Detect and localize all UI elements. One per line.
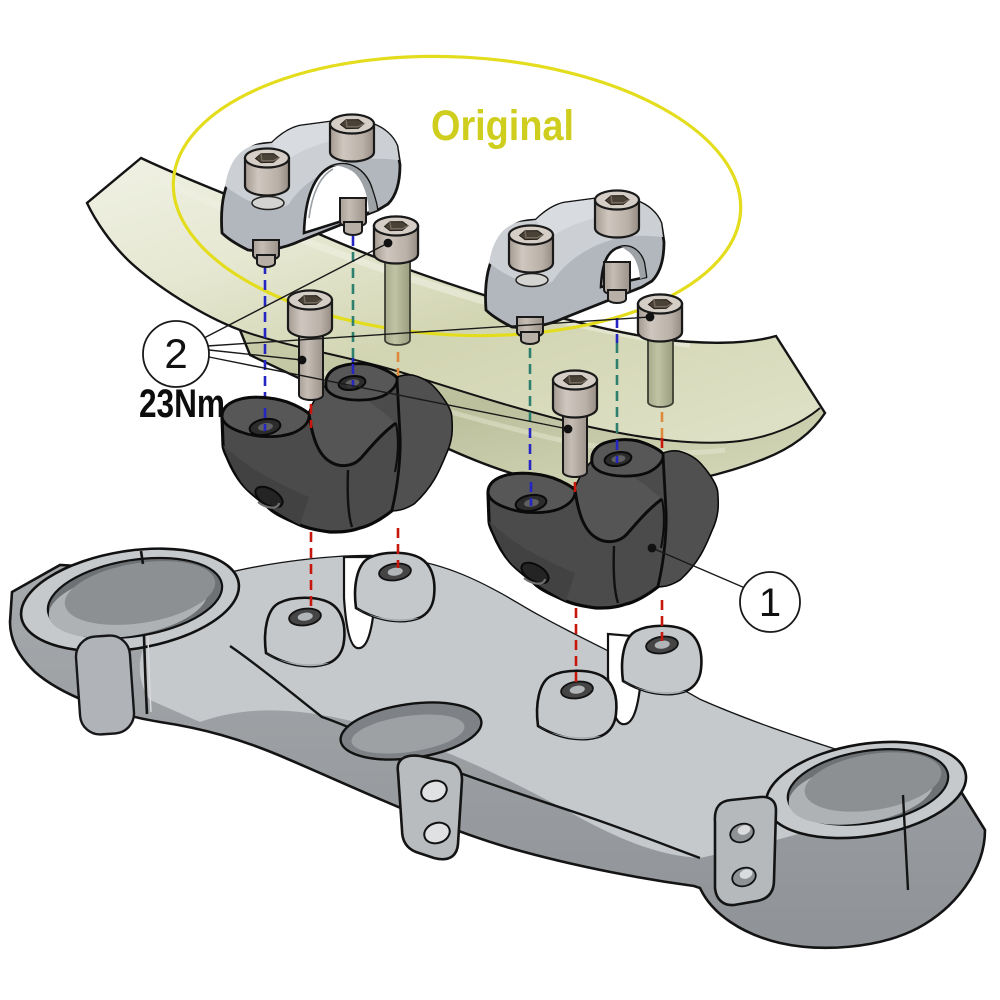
- svg-text:1: 1: [759, 581, 781, 625]
- svg-text:2: 2: [164, 330, 187, 377]
- svg-text:Original: Original: [431, 102, 574, 150]
- svg-text:23Nm: 23Nm: [139, 382, 225, 426]
